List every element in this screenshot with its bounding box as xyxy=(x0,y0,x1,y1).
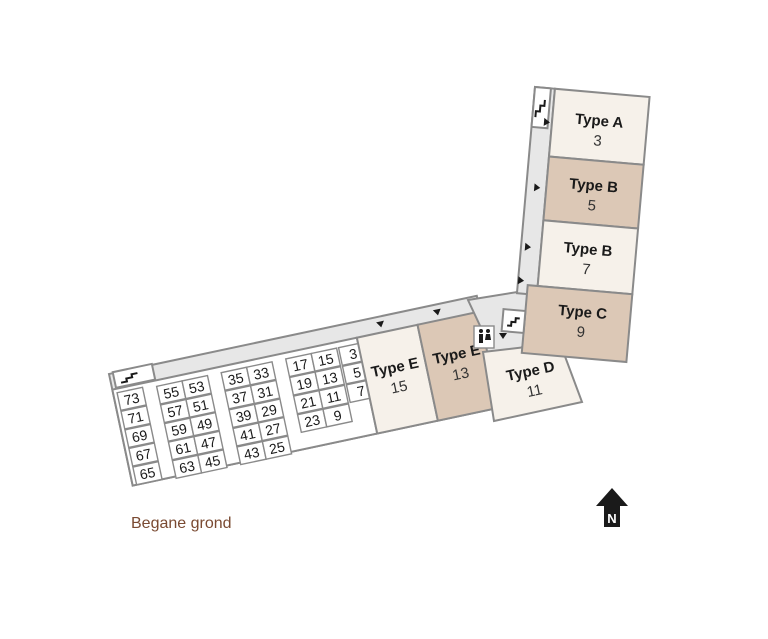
storage-cell-number: 63 xyxy=(178,457,197,476)
floor-label: Begane grond xyxy=(131,515,232,532)
storage-cell-number: 35 xyxy=(226,369,245,388)
storage-cell[interactable] xyxy=(124,423,155,449)
storage-cell-number: 21 xyxy=(299,393,318,412)
storage-cell-number: 33 xyxy=(252,364,271,383)
storage-cell-number: 41 xyxy=(238,425,257,444)
west-wing: 7371696765555759616353514947453537394143… xyxy=(107,294,502,487)
storage-cell-number: 71 xyxy=(126,408,145,427)
storage-cell-number: 9 xyxy=(332,407,343,424)
north-arrow-icon: N xyxy=(596,488,628,527)
storage-cell-number: 73 xyxy=(122,389,141,408)
storage-cell[interactable] xyxy=(132,460,163,486)
unit-15-number: 15 xyxy=(389,377,409,397)
storage-cell[interactable] xyxy=(261,435,293,461)
storage-cell-number: 59 xyxy=(170,420,189,439)
storage-cell-number: 3 xyxy=(348,345,359,362)
storage-cell-number: 13 xyxy=(320,369,339,388)
entrance-arrow-icon xyxy=(524,242,532,251)
unit-7-type: Type B xyxy=(563,239,613,260)
storage-cell[interactable] xyxy=(116,386,148,412)
unit-9-type: Type C xyxy=(557,302,607,323)
unit-9-number: 9 xyxy=(576,324,586,342)
unit-7-number: 7 xyxy=(581,261,591,279)
unit-3-number: 3 xyxy=(593,132,603,150)
storage-cell[interactable] xyxy=(181,374,213,400)
storage-cell-number: 61 xyxy=(174,439,193,458)
storage-cell-number: 69 xyxy=(130,427,149,446)
storage-cell-number: 37 xyxy=(230,388,249,407)
storage-cell[interactable] xyxy=(193,430,224,456)
storage-cell[interactable] xyxy=(185,393,216,418)
storage-cell-number: 27 xyxy=(264,420,283,439)
entrance-arrow-icon xyxy=(432,308,441,316)
storage-cell[interactable] xyxy=(314,365,346,391)
storage-cell[interactable] xyxy=(257,416,289,442)
entrance-arrow-icon xyxy=(533,183,541,192)
stairs-icon xyxy=(530,85,553,130)
storage-cell-number: 23 xyxy=(303,411,322,430)
storage-cell-number: 51 xyxy=(191,396,210,415)
entrance-arrow-icon xyxy=(517,276,525,285)
entrance-arrow-icon xyxy=(376,320,384,328)
storage-cell[interactable] xyxy=(249,379,281,405)
storage-cell-number: 17 xyxy=(291,356,310,375)
storage-cell[interactable] xyxy=(310,347,342,372)
storage-cell-number: 15 xyxy=(316,350,335,369)
storage-cell-number: 25 xyxy=(268,438,287,457)
storage-cell-number: 67 xyxy=(134,445,153,464)
storage-cell-number: 39 xyxy=(234,406,253,425)
storage-cell[interactable] xyxy=(189,411,220,437)
storage-cell-number: 11 xyxy=(325,387,343,406)
unit-5-type: Type B xyxy=(568,175,618,196)
storage-cell[interactable] xyxy=(128,442,159,467)
storage-cell[interactable] xyxy=(318,384,350,410)
storage-cell-number: 53 xyxy=(187,378,206,397)
storage-cell[interactable] xyxy=(322,403,354,428)
unit-11-number: 11 xyxy=(525,381,544,401)
storage-cell[interactable] xyxy=(245,361,277,386)
restroom-icon xyxy=(473,325,495,349)
storage-cell-number: 57 xyxy=(166,402,185,421)
stairs-icon xyxy=(500,308,527,335)
storage-cell-number: 65 xyxy=(138,464,157,483)
storage-cells: 7371696765555759616353514947453537394143… xyxy=(116,341,377,486)
storage-cell-number: 49 xyxy=(195,415,214,434)
storage-cell-number: 7 xyxy=(356,382,367,399)
unit-3-type: Type A xyxy=(574,111,624,132)
storage-cell[interactable] xyxy=(253,398,285,423)
north-label: N xyxy=(607,511,616,526)
storage-cell-number: 29 xyxy=(260,401,279,420)
unit-13-number: 13 xyxy=(451,364,471,384)
entrance-arrow-icon xyxy=(543,117,550,126)
storage-cell-number: 43 xyxy=(242,444,261,463)
stairs-icon xyxy=(111,362,157,390)
storage-cell-number: 45 xyxy=(203,452,222,471)
storage-cell-number: 5 xyxy=(352,364,363,381)
storage-cell[interactable] xyxy=(197,449,228,474)
storage-cell-number: 47 xyxy=(199,433,218,452)
entrance-arrow-icon xyxy=(499,333,507,339)
unit-5-number: 5 xyxy=(587,197,597,215)
storage-cell-number: 19 xyxy=(295,374,314,393)
east-wing: Type A 3 Type B 5 Type B 7 Type C 9 xyxy=(500,85,651,364)
storage-cell-number: 55 xyxy=(162,383,181,402)
storage-cell-number: 31 xyxy=(256,382,275,401)
storage-cell[interactable] xyxy=(120,405,152,430)
